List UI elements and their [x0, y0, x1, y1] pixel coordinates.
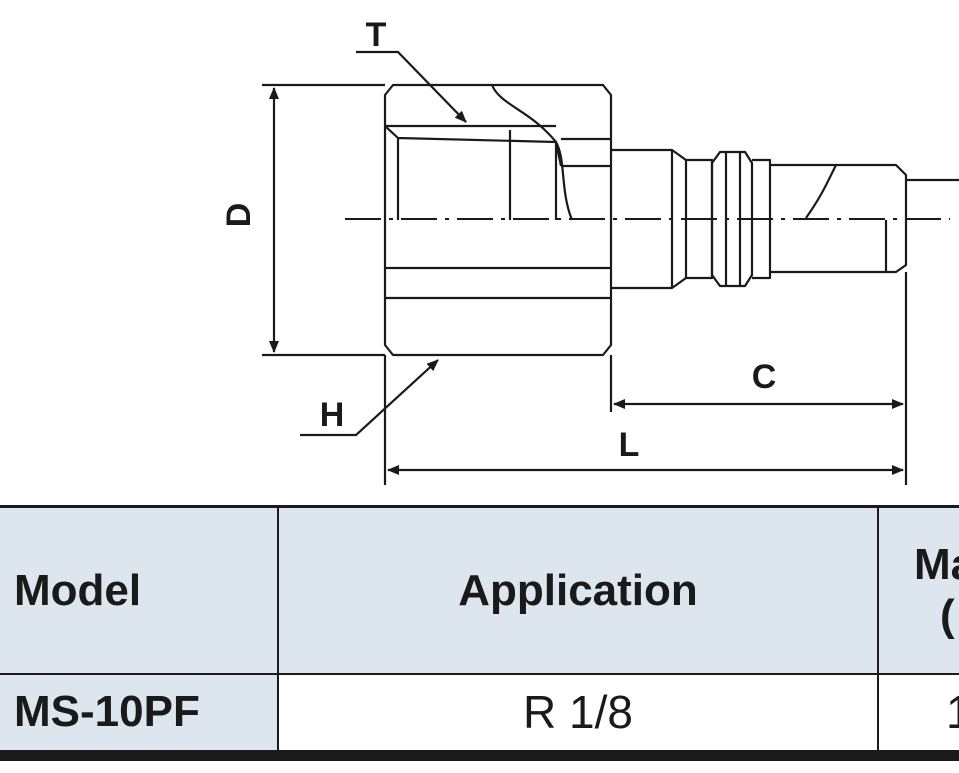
header-application-text: Application — [458, 566, 698, 615]
row-application: R 1/8 — [523, 686, 633, 738]
label-L: L — [619, 426, 640, 464]
header-third-line1: Ma — [914, 540, 959, 590]
label-D: D — [220, 203, 258, 228]
leader-T — [356, 50, 467, 123]
header-application: Application — [278, 508, 878, 674]
header-third-partial: Ma ( — [878, 508, 959, 674]
row-third-partial: 1 — [946, 686, 959, 738]
label-C: C — [752, 358, 777, 396]
row-application-cell: R 1/8 — [278, 674, 878, 750]
header-model: Model — [0, 508, 278, 674]
row-model: MS-10PF — [14, 687, 200, 736]
row-model-cell: MS-10PF — [0, 674, 278, 750]
hex-body-outline — [383, 83, 613, 357]
break-line-hex — [490, 84, 574, 221]
plug-ring — [710, 150, 754, 288]
col-divider-1 — [277, 508, 279, 750]
break-line-tip — [805, 164, 837, 219]
header-model-text: Model — [14, 566, 142, 615]
coupler-technical-drawing: T D H C L — [220, 16, 959, 485]
internal-thread — [384, 125, 563, 220]
label-T: T — [366, 16, 387, 54]
leader-H — [300, 359, 439, 437]
spec-table: Model Application Ma ( MS-10PF R 1/8 1 — [0, 505, 959, 773]
header-third-line2: ( — [940, 591, 955, 640]
col-divider-2 — [877, 508, 879, 750]
row-divider — [0, 673, 959, 675]
table-bottom-rule — [0, 750, 959, 761]
label-H: H — [320, 396, 345, 434]
table-top-rule — [0, 505, 959, 508]
row-third-cell: 1 — [878, 674, 959, 750]
